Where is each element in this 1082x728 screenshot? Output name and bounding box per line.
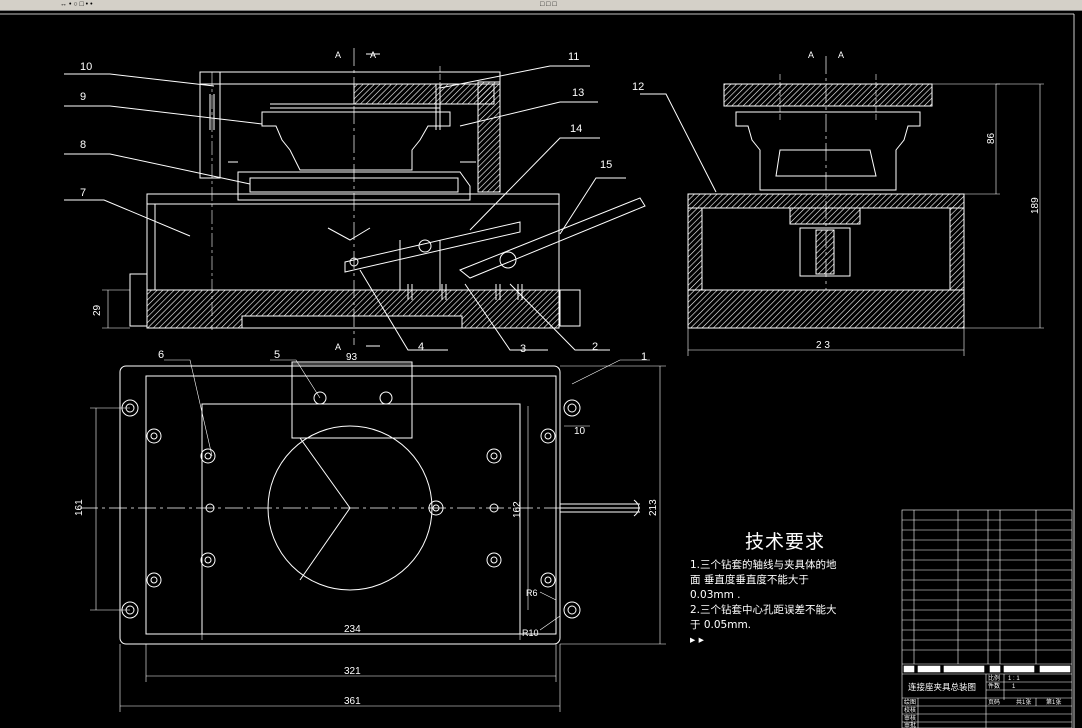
section-label: A [370, 50, 376, 60]
qty-value: 1 [1012, 684, 1016, 690]
dim-189: 189 [1030, 197, 1041, 214]
callout-13: 13 [572, 87, 584, 99]
tech-note-line: 面 垂直度垂直度不能大于 [690, 574, 809, 586]
role-review: 审核 [904, 714, 916, 722]
sheet-total: 共1张 [1016, 698, 1031, 706]
dim-r6: R6 [526, 588, 538, 598]
column-hatch-right [477, 81, 501, 193]
scale-label: 比例 [988, 674, 1000, 682]
dim-10: 10 [574, 426, 586, 437]
tech-note-line: ▸ ▸ [690, 634, 704, 646]
sheet-no: 第1张 [1046, 698, 1061, 706]
role-check: 校核 [904, 706, 916, 714]
callout-15: 15 [600, 159, 612, 171]
dim-93: 93 [346, 352, 358, 363]
callout-6: 6 [158, 349, 164, 361]
title-block-grid [901, 509, 1073, 728]
dim-234: 234 [344, 624, 361, 635]
tech-note-line: 0.03mm . [690, 589, 741, 601]
callout-8: 8 [80, 139, 86, 151]
dim-29: 29 [92, 304, 103, 316]
tech-note-line: 2.三个钻套中心孔距误差不能大 [690, 604, 837, 616]
callout-9: 9 [80, 91, 86, 103]
dim-321: 321 [344, 666, 361, 677]
dim-86: 86 [986, 132, 997, 144]
callout-11: 11 [568, 51, 579, 63]
toolbar-fragment[interactable]: ↔ • ○ □ • • [60, 1, 93, 8]
technical-requirements: 技术要求 1.三个钻套的轴线与夹具体的地 面 垂直度垂直度不能大于 0.03mm… [690, 527, 880, 648]
dim-161: 161 [74, 499, 85, 516]
toolbar: ↔ • ○ □ • • □ □ □ [0, 0, 1082, 11]
sheet-label: 页码 [988, 698, 1000, 706]
section-label: A [335, 50, 341, 60]
dim-side-width: 2 3 [816, 340, 830, 351]
callout-4: 4 [418, 341, 424, 353]
plan-view [80, 289, 666, 712]
side-section-view [640, 56, 1044, 356]
callout-3: 3 [520, 343, 526, 355]
scale-value: 1 : 1 [1008, 676, 1020, 682]
dim-r10: R10 [522, 628, 539, 638]
callout-5: 5 [274, 349, 280, 361]
callout-14: 14 [570, 123, 582, 135]
callout-1: 1 [641, 351, 647, 363]
dim-361: 361 [344, 696, 361, 707]
side-body-hatch [687, 289, 965, 329]
tech-notes-title: 技术要求 [744, 531, 825, 553]
toolbar-fragment[interactable]: □ □ □ [540, 1, 557, 8]
section-label: A [838, 50, 844, 60]
drawing-canvas[interactable]: 1 2 3 4 5 6 7 8 9 10 11 12 13 14 15 A A … [0, 10, 1082, 728]
qty-label: 件数 [988, 682, 1000, 690]
cam-lever [344, 221, 521, 273]
dim-213: 213 [648, 499, 659, 516]
callout-10: 10 [80, 61, 92, 73]
role-approve: 审批 [904, 721, 916, 728]
callout-7: 7 [80, 187, 86, 199]
bolt-holes [121, 391, 581, 619]
tech-note-line: 于 0.05mm. [690, 619, 752, 631]
front-view [64, 48, 646, 351]
callout-12: 12 [632, 81, 644, 93]
callout-2: 2 [592, 341, 598, 353]
dim-162: 162 [512, 501, 523, 518]
role-draw: 绘图 [904, 698, 916, 706]
drawing-name: 连接座夹具总装图 [908, 682, 976, 693]
section-label: A [335, 342, 341, 352]
dimension-lines [90, 289, 666, 712]
top-plate-hatch [353, 83, 495, 105]
tech-note-line: 1.三个钻套的轴线与夹具体的地 [690, 559, 837, 571]
base-plate-outline [119, 365, 561, 645]
workpiece-profile [261, 111, 451, 171]
section-label: A [808, 50, 814, 60]
